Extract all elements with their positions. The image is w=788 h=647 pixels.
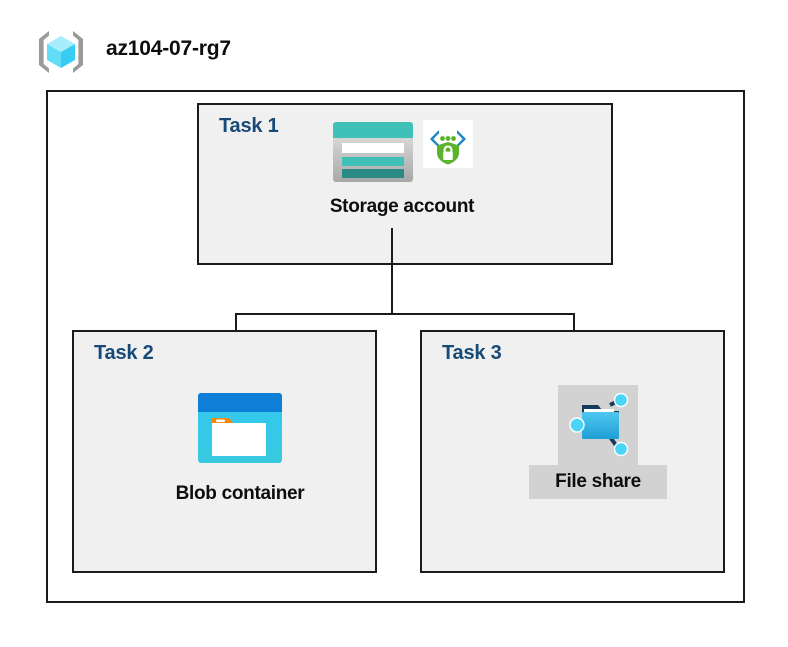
file-share-icon [564,392,632,463]
storage-account-caption: Storage account [329,196,475,217]
node-storage-account: Storage account [272,120,532,218]
resource-group-cube-icon [36,28,86,76]
node-blob-container: Blob container [150,390,330,505]
task-2-label: Task 2 [94,342,154,364]
blob-container-caption: Blob container [175,483,305,504]
storage-encryption-shield-icon [423,120,473,173]
task-1-label: Task 1 [219,115,279,137]
task-3-label: Task 3 [442,342,502,364]
storage-account-icon-row [272,120,532,192]
file-share-icon-highlight [558,385,638,465]
blob-container-icon [195,393,285,470]
connector-storage-to-bus [391,228,393,315]
file-share-caption: File share [529,465,667,499]
resource-group-name: az104-07-rg7 [106,37,231,60]
resource-group-title-row: az104-07-rg7 [30,26,430,78]
storage-account-icon [331,120,415,189]
node-file-share: File share [505,385,691,499]
connector-branch-bus [235,313,575,315]
